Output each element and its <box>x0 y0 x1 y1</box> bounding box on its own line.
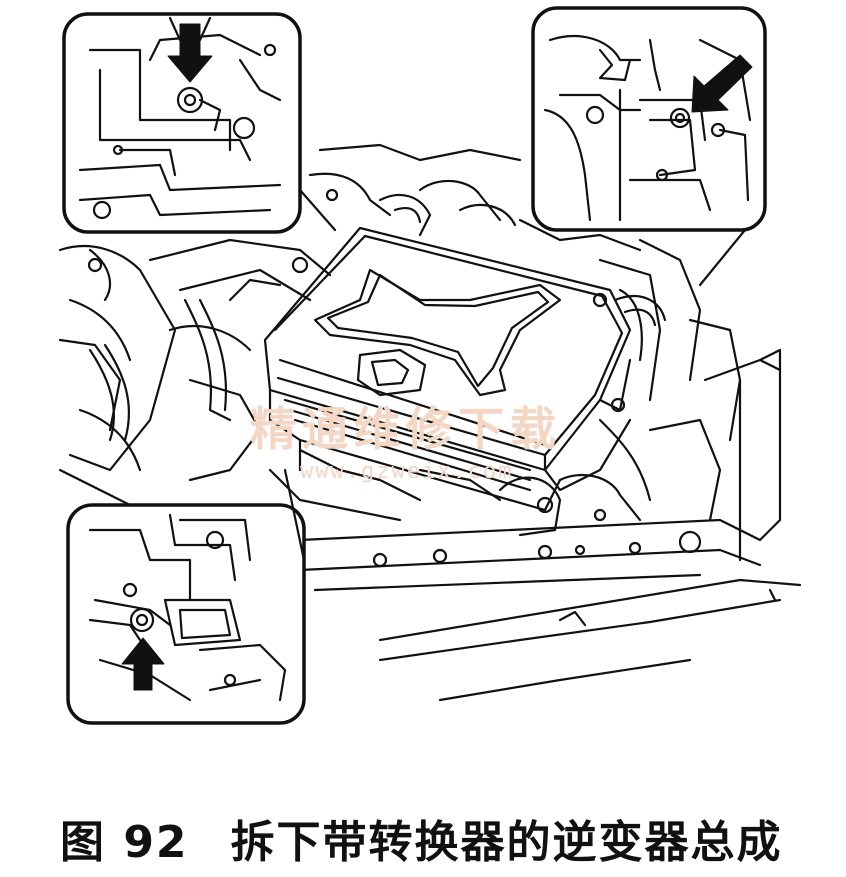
inverter-assembly <box>263 226 632 512</box>
arrow-up-icon <box>121 637 165 691</box>
figure-caption: 图 92 拆下带转换器的逆变器总成 <box>60 806 783 868</box>
arrow-down-icon <box>167 23 213 83</box>
watermark-text: 精通维修下载 <box>250 402 562 456</box>
top-right-detail-callout <box>531 6 767 287</box>
inverter-illustration: 精通维修下载 www.gzweix.com <box>58 6 802 725</box>
watermark: 精通维修下载 www.gzweix.com <box>250 402 562 484</box>
bottom-left-detail-callout <box>66 468 306 725</box>
hoses <box>88 193 667 442</box>
arrow-down-left-icon <box>691 54 753 113</box>
lower-frame-rail <box>298 348 802 702</box>
figure-caption-text: 拆下带转换器的逆变器总成 <box>230 817 783 868</box>
figure-number: 图 92 <box>60 817 189 868</box>
watermark-url: www.gzweix.com <box>300 459 513 484</box>
engine-bay-lines <box>58 143 782 537</box>
top-left-detail-callout <box>62 12 337 234</box>
